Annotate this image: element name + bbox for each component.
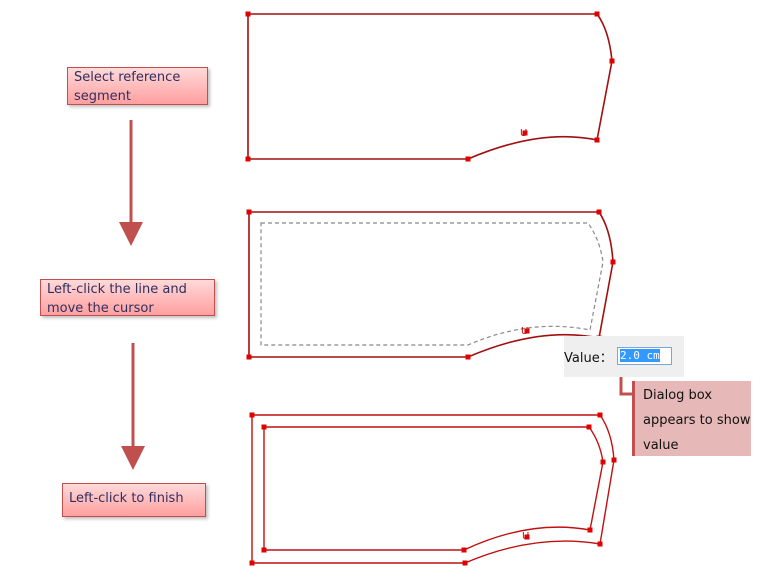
control-point [246, 354, 252, 360]
pattern-piece-original [247, 13, 613, 160]
svg-text:U: U [521, 326, 528, 337]
step-label-left-click-finish: Left-click to finish [62, 483, 206, 517]
pattern-piece-finished [251, 414, 615, 564]
control-point [246, 209, 252, 215]
control-point [524, 534, 530, 540]
control-point [609, 58, 615, 64]
value-label: Value： [564, 351, 613, 366]
control-point [245, 11, 251, 17]
control-point [522, 130, 528, 136]
control-point [461, 547, 467, 553]
control-point [610, 259, 616, 265]
control-point [465, 156, 471, 162]
control-point [524, 328, 530, 334]
control-point [261, 424, 267, 430]
value-text: 2.0 cm [620, 349, 660, 362]
control-point [245, 156, 251, 162]
step-label-left-click-move: Left-click the line and move the cursor [40, 279, 215, 316]
control-point [611, 457, 617, 463]
control-point [465, 354, 471, 360]
dialog-connector [619, 372, 632, 396]
control-point [596, 209, 602, 215]
value-input[interactable]: 2.0 cm [617, 347, 672, 365]
control-point [587, 527, 593, 533]
dialog-callout: Dialog box appears to show value [632, 381, 751, 456]
control-point [261, 547, 267, 553]
step-label-select-reference: Select reference segment [67, 67, 208, 105]
svg-text:U: U [520, 128, 527, 139]
control-point [586, 424, 592, 430]
curve-markers: U U U [520, 128, 529, 542]
control-point [249, 412, 255, 418]
control-point [462, 560, 468, 566]
pattern-piece-moving [248, 211, 614, 358]
control-point [249, 560, 255, 566]
value-dialog: Value： 2.0 cm [564, 336, 684, 377]
svg-text:U: U [522, 531, 529, 542]
control-point [594, 11, 600, 17]
control-point [594, 137, 600, 143]
control-point [600, 459, 606, 465]
control-point [597, 541, 603, 547]
control-point [597, 412, 603, 418]
control-points [245, 11, 617, 566]
